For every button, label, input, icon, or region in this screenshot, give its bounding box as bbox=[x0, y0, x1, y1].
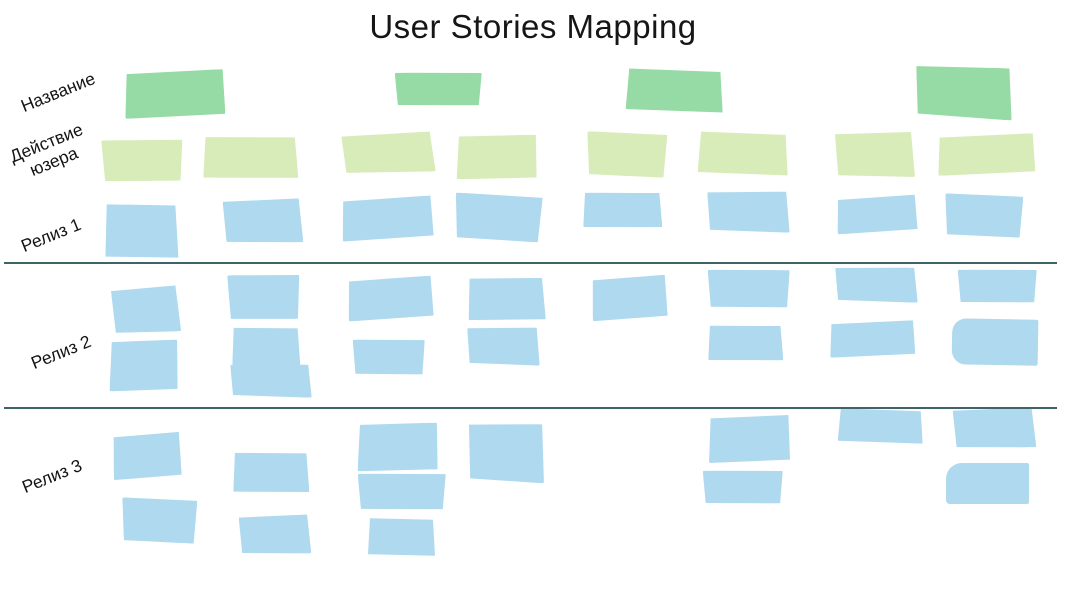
sticky-note-reliz-2-3[interactable] bbox=[227, 273, 301, 321]
sticky-note-reliz-2-2[interactable] bbox=[110, 338, 179, 392]
sticky-note-reliz-3-1[interactable] bbox=[112, 432, 182, 480]
sticky-note-reliz-3-11[interactable] bbox=[838, 407, 924, 444]
sticky-note-reliz-3-5[interactable] bbox=[358, 421, 439, 472]
sticky-note-reliz-1-6[interactable] bbox=[707, 190, 791, 232]
sticky-note-reliz-2-7[interactable] bbox=[353, 338, 426, 375]
sticky-note-reliz-2-8[interactable] bbox=[467, 275, 546, 324]
sticky-note-deystvie-yuzera-3[interactable] bbox=[341, 131, 435, 174]
sticky-note-reliz-3-9[interactable] bbox=[709, 415, 790, 463]
sticky-note-reliz-1-5[interactable] bbox=[583, 190, 663, 229]
sticky-note-deystvie-yuzera-5[interactable] bbox=[587, 131, 668, 177]
row-label-reliz-3: Релиз 3 bbox=[19, 454, 85, 498]
sticky-note-nazvanie-4[interactable] bbox=[914, 63, 1015, 120]
page-title: User Stories Mapping bbox=[369, 8, 697, 45]
sticky-note-reliz-1-1[interactable] bbox=[104, 201, 178, 260]
sticky-note-reliz-1-7[interactable] bbox=[836, 195, 917, 235]
sticky-note-reliz-2-6[interactable] bbox=[347, 276, 433, 322]
row-label-nazvanie: Название bbox=[17, 68, 98, 116]
sticky-note-reliz-2-4[interactable] bbox=[232, 325, 301, 368]
sticky-note-reliz-2-14[interactable] bbox=[830, 320, 916, 357]
sticky-note-reliz-2-9[interactable] bbox=[467, 326, 541, 365]
sticky-note-reliz-3-12[interactable] bbox=[953, 407, 1037, 448]
row-label-reliz-2: Релиз 2 bbox=[28, 330, 94, 374]
sticky-note-reliz-3-4[interactable] bbox=[239, 514, 312, 554]
sticky-note-reliz-2-13[interactable] bbox=[835, 266, 919, 302]
sticky-note-reliz-1-3[interactable] bbox=[341, 195, 433, 241]
sticky-note-reliz-3-10[interactable] bbox=[703, 469, 784, 504]
sticky-note-deystvie-yuzera-8[interactable] bbox=[938, 133, 1036, 176]
sticky-note-reliz-2-10[interactable] bbox=[591, 275, 667, 322]
sticky-note-reliz-2-15[interactable] bbox=[958, 268, 1038, 303]
sticky-note-deystvie-yuzera-4[interactable] bbox=[457, 133, 538, 180]
row-label-reliz-1: Релиз 1 bbox=[18, 213, 84, 257]
row-label-deystvie-yuzera: Действие юзера bbox=[6, 119, 86, 181]
sticky-note-reliz-1-2[interactable] bbox=[223, 198, 304, 243]
sticky-note-reliz-3-3[interactable] bbox=[233, 450, 310, 494]
sticky-note-reliz-2-5[interactable] bbox=[230, 363, 313, 397]
sticky-note-reliz-3-13[interactable] bbox=[946, 463, 1029, 504]
sticky-note-deystvie-yuzera-1[interactable] bbox=[101, 138, 183, 184]
release-divider-1 bbox=[4, 262, 1057, 264]
sticky-note-reliz-2-1[interactable] bbox=[111, 285, 181, 334]
sticky-note-reliz-1-8[interactable] bbox=[945, 193, 1024, 237]
sticky-note-nazvanie-3[interactable] bbox=[626, 67, 724, 114]
sticky-note-reliz-2-12[interactable] bbox=[708, 323, 784, 362]
sticky-note-deystvie-yuzera-6[interactable] bbox=[698, 130, 789, 177]
sticky-note-reliz-1-4[interactable] bbox=[454, 192, 543, 242]
sticky-note-nazvanie-2[interactable] bbox=[395, 71, 483, 107]
sticky-note-reliz-3-2[interactable] bbox=[122, 497, 198, 543]
sticky-note-nazvanie-1[interactable] bbox=[125, 69, 226, 119]
sticky-note-reliz-2-16[interactable] bbox=[951, 318, 1039, 366]
sticky-note-deystvie-yuzera-2[interactable] bbox=[203, 134, 299, 181]
sticky-note-deystvie-yuzera-7[interactable] bbox=[835, 132, 915, 177]
sticky-note-reliz-3-6[interactable] bbox=[358, 472, 447, 511]
sticky-note-reliz-3-7[interactable] bbox=[368, 518, 435, 556]
sticky-note-reliz-2-11[interactable] bbox=[708, 268, 791, 308]
sticky-note-reliz-3-8[interactable] bbox=[467, 422, 546, 484]
release-divider-2 bbox=[4, 407, 1057, 409]
